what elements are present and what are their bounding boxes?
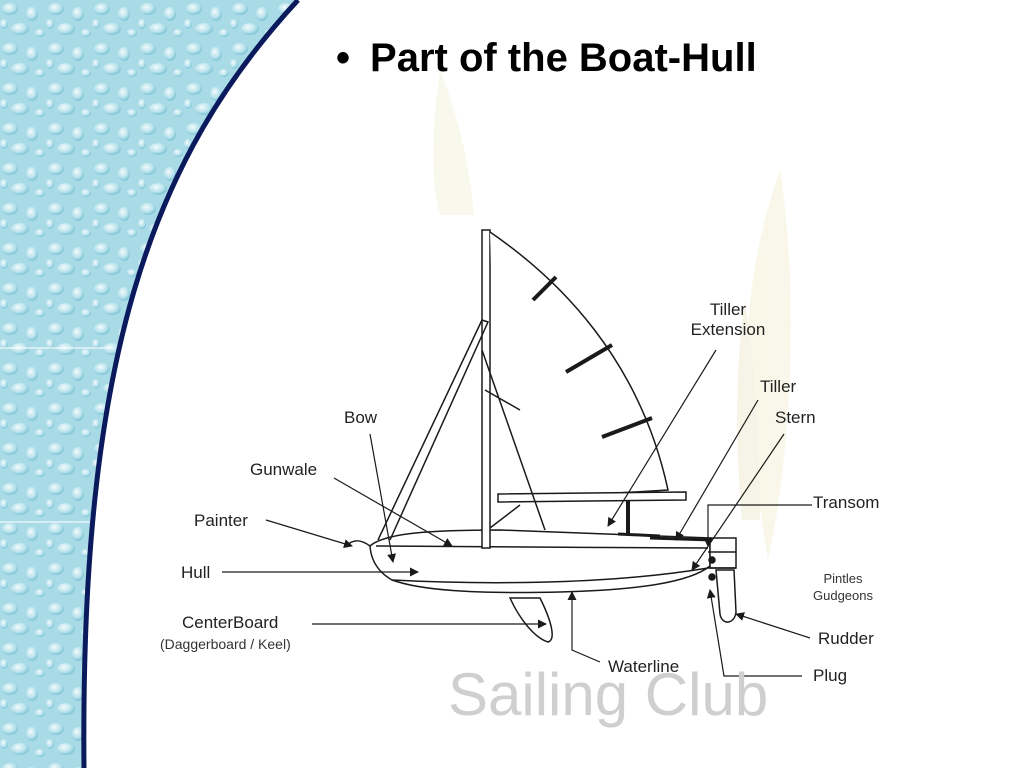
label-gudgeons: Gudgeons xyxy=(813,588,873,603)
tiller-extension-leader xyxy=(607,349,717,527)
gudgeon-dot-1 xyxy=(708,556,716,564)
waterline-leader xyxy=(567,591,601,663)
bow-leader xyxy=(369,433,397,563)
sail-batten-3 xyxy=(601,416,653,439)
gunwale-line xyxy=(375,545,709,549)
plug-leader xyxy=(706,589,802,677)
hull-shape xyxy=(369,529,711,594)
label-pintles-gudgeons: Pintles Gudgeons xyxy=(800,570,886,604)
transom-shape xyxy=(709,537,737,569)
label-tiller-extension: Tiller Extension xyxy=(678,300,778,340)
stern-leader xyxy=(691,433,785,571)
tiller-leader xyxy=(675,399,759,541)
label-bow: Bow xyxy=(344,408,378,427)
label-hull: Hull xyxy=(181,563,211,582)
gunwale-leader xyxy=(333,477,453,547)
boom-vang xyxy=(481,349,546,531)
label-plug: Plug xyxy=(813,666,848,685)
gudgeon-dot-2 xyxy=(708,573,716,581)
label-rudder: Rudder xyxy=(818,629,874,648)
painter-leader xyxy=(265,519,353,548)
centerboard-shape xyxy=(508,597,553,643)
transom-leader xyxy=(703,504,812,547)
label-centerboard-alt: (Daggerboard / Keel) xyxy=(160,636,291,652)
rudder-shape xyxy=(715,569,737,623)
curved-border xyxy=(81,0,300,768)
label-pintles: Pintles xyxy=(823,571,863,586)
tiller xyxy=(649,536,713,542)
label-waterline: Waterline xyxy=(608,657,680,676)
label-painter: Painter xyxy=(194,511,248,530)
tiller-extension xyxy=(617,532,661,538)
waterline-line xyxy=(391,567,709,584)
label-stern: Stern xyxy=(775,408,816,427)
title-text: Part of the Boat-Hull xyxy=(370,36,757,80)
label-gunwale: Gunwale xyxy=(250,460,318,479)
rudder-leader xyxy=(735,612,811,639)
sail-batten-2 xyxy=(564,343,614,374)
label-tiller-extension-line1: Tiller xyxy=(709,300,747,319)
slide-title: • Part of the Boat-Hull xyxy=(336,36,757,81)
faint-background-sails xyxy=(433,70,791,560)
label-tiller-extension-line2: Extension xyxy=(690,320,766,339)
mast xyxy=(481,229,491,549)
boom xyxy=(497,491,687,503)
label-centerboard: CenterBoard xyxy=(182,613,279,632)
label-tiller: Tiller xyxy=(760,377,797,396)
jib-sail xyxy=(377,319,490,541)
title-bullet: • xyxy=(336,36,351,80)
label-transom: Transom xyxy=(813,493,880,512)
sail-batten-1 xyxy=(531,275,558,302)
sailing-club-watermark: Sailing Club xyxy=(448,661,769,728)
